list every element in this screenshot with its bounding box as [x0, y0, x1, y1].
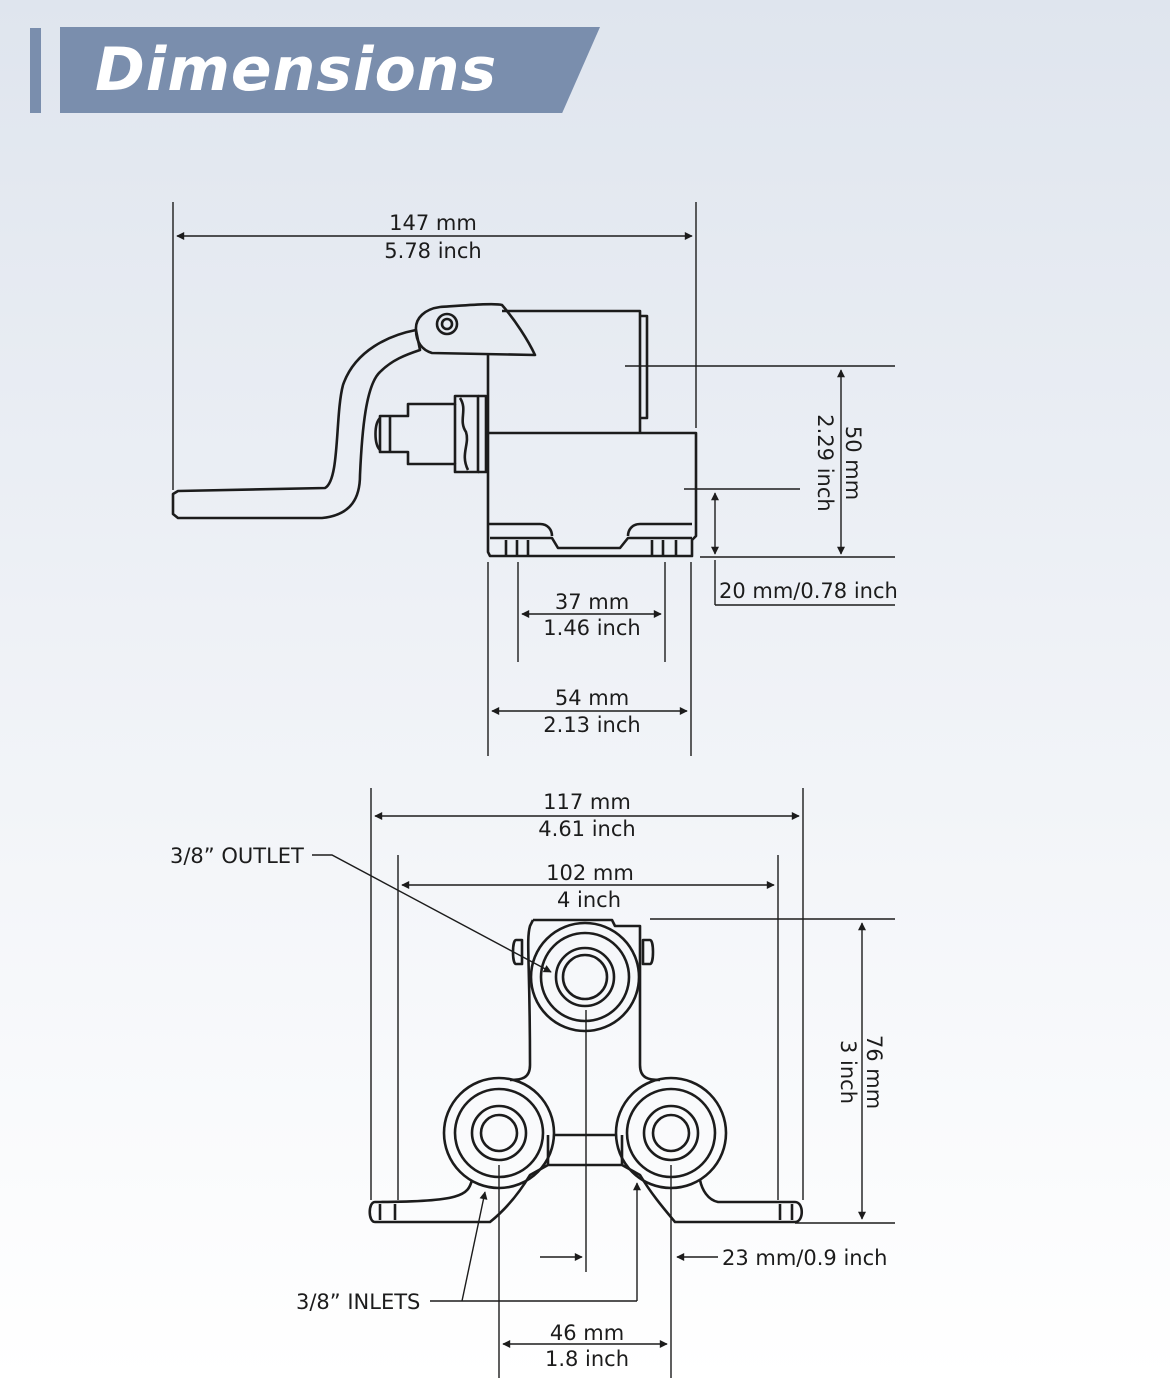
side-foot-spacing-inch: 1.46 inch: [543, 616, 640, 640]
outlet-label: 3/8” OUTLET: [170, 844, 304, 868]
pump-motor-upper: [486, 309, 649, 433]
side-width-mm: 147 mm: [389, 211, 477, 235]
side-height-inch: 2.29 inch: [813, 414, 837, 511]
front-height-inch: 3 inch: [836, 1040, 860, 1104]
front-view-dimensions: [312, 788, 895, 1378]
pump-handle: [171, 328, 422, 520]
front-height-mm: 76 mm: [862, 1035, 886, 1109]
banner-accent-bar: [30, 28, 41, 113]
front-width-inch: 4.61 inch: [538, 817, 635, 841]
side-view-pump: [171, 302, 698, 558]
title-banner: [60, 27, 600, 113]
side-base-width-inch: 2.13 inch: [543, 713, 640, 737]
outlet-port: [529, 921, 641, 1033]
front-inlet-spacing-mm: 46 mm: [550, 1321, 624, 1345]
front-mount-spacing-inch: 4 inch: [557, 888, 621, 912]
pump-lever: [414, 302, 537, 357]
page-title: Dimensions: [95, 35, 498, 105]
front-width-mm: 117 mm: [543, 790, 631, 814]
side-view-dimensions: [172, 202, 895, 756]
front-mount-spacing-mm: 102 mm: [546, 861, 634, 885]
side-base-height: 20 mm/0.78 inch: [719, 579, 898, 603]
side-width-inch: 5.78 inch: [384, 239, 481, 263]
side-height-mm: 50 mm: [841, 426, 865, 500]
front-offset-label: 23 mm/0.9 inch: [722, 1246, 887, 1270]
front-inlet-spacing-inch: 1.8 inch: [545, 1347, 629, 1371]
pump-body-lower: [486, 431, 698, 558]
side-base-width-mm: 54 mm: [555, 686, 629, 710]
side-foot-spacing-mm: 37 mm: [555, 590, 629, 614]
inlets-label: 3/8” INLETS: [296, 1290, 420, 1314]
